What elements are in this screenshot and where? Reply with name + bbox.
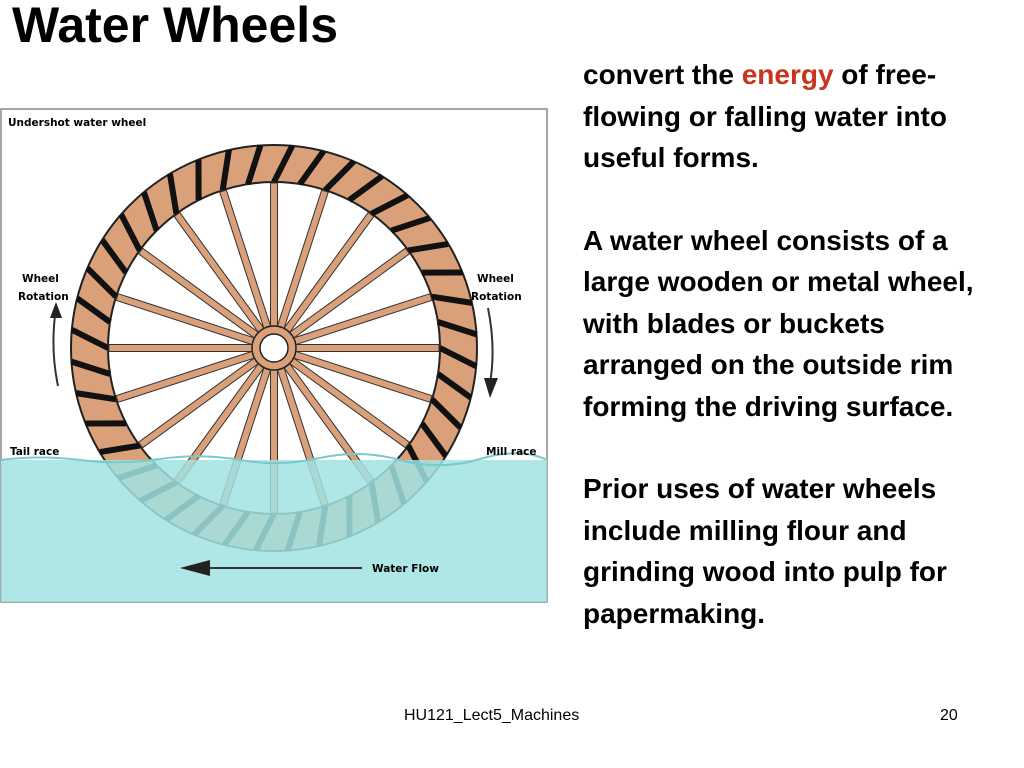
right-rotation-label-line2: Rotation — [471, 291, 522, 303]
right-rotation-arrow — [487, 307, 494, 384]
wheel-blade — [118, 213, 143, 252]
water-flow-label: Water Flow — [372, 563, 439, 575]
mill-race-label: Mill race — [486, 446, 537, 458]
wheel-blade — [419, 421, 449, 458]
wheel-blade — [429, 397, 463, 430]
wheel-blade — [75, 295, 112, 325]
paragraph-description: A water wheel consists of a large wooden… — [583, 224, 974, 422]
wheel-spoke — [291, 344, 440, 352]
paragraph-prior-uses: Prior uses of water wheels include milli… — [583, 473, 947, 629]
water-body — [1, 460, 547, 602]
wheel-blade — [99, 442, 141, 456]
wheel-blade — [438, 345, 478, 369]
footer-course: HU121_Lect5_Machines — [404, 707, 580, 724]
wheel-axle-hole — [259, 333, 289, 363]
wheel-blade — [245, 144, 264, 185]
wheel-spoke — [270, 182, 278, 331]
wheel-blade — [70, 327, 110, 351]
paragraph-energy-before: convert the — [583, 59, 742, 90]
tail-race-label: Tail race — [10, 446, 59, 458]
energy-highlight: energy — [741, 59, 834, 90]
wheel-blade — [219, 149, 232, 191]
wheel-blade — [75, 390, 117, 403]
slide-body: convert the energy of free-flowing or fa… — [583, 54, 1003, 675]
wheel-blade — [297, 149, 327, 186]
paragraph-energy-after: of free-flowing or falling water into us… — [583, 59, 947, 173]
wheel-blade — [70, 358, 111, 377]
water-flow-arrowhead — [180, 560, 210, 576]
wheel-spoke — [108, 344, 257, 352]
slide-title: Water Wheels — [12, 0, 339, 53]
paragraph-energy: convert the energy of free-flowing or fa… — [583, 54, 1003, 179]
wheel-blade — [271, 144, 295, 184]
wheel-blade — [370, 192, 409, 217]
left-rotation-label-line2: Rotation — [18, 291, 69, 303]
wheel-blade — [347, 173, 384, 203]
left-rotation-label-line1: Wheel — [22, 273, 59, 285]
wheel-blade — [437, 319, 478, 338]
wheel-blade — [323, 159, 356, 193]
diagram-caption: Undershot water wheel — [8, 117, 146, 129]
wheel-blade — [390, 215, 431, 234]
left-rotation-arrowhead — [50, 302, 62, 318]
wheel-blade — [85, 266, 119, 299]
wheel-blade — [436, 371, 473, 401]
water-surface — [0, 452, 548, 467]
wheel-blade — [407, 240, 449, 254]
water-wheel-diagram: Undershot water wheel Wheel Rotation Whe… — [0, 108, 548, 604]
right-rotation-label-line1: Wheel — [477, 273, 514, 285]
right-rotation-arrowhead — [484, 378, 498, 398]
page-number: 20 — [940, 707, 958, 724]
wheel-blade — [141, 191, 160, 232]
wheel-blade — [431, 293, 473, 306]
wheel-blade — [166, 173, 180, 215]
wheel-blade — [99, 238, 129, 275]
